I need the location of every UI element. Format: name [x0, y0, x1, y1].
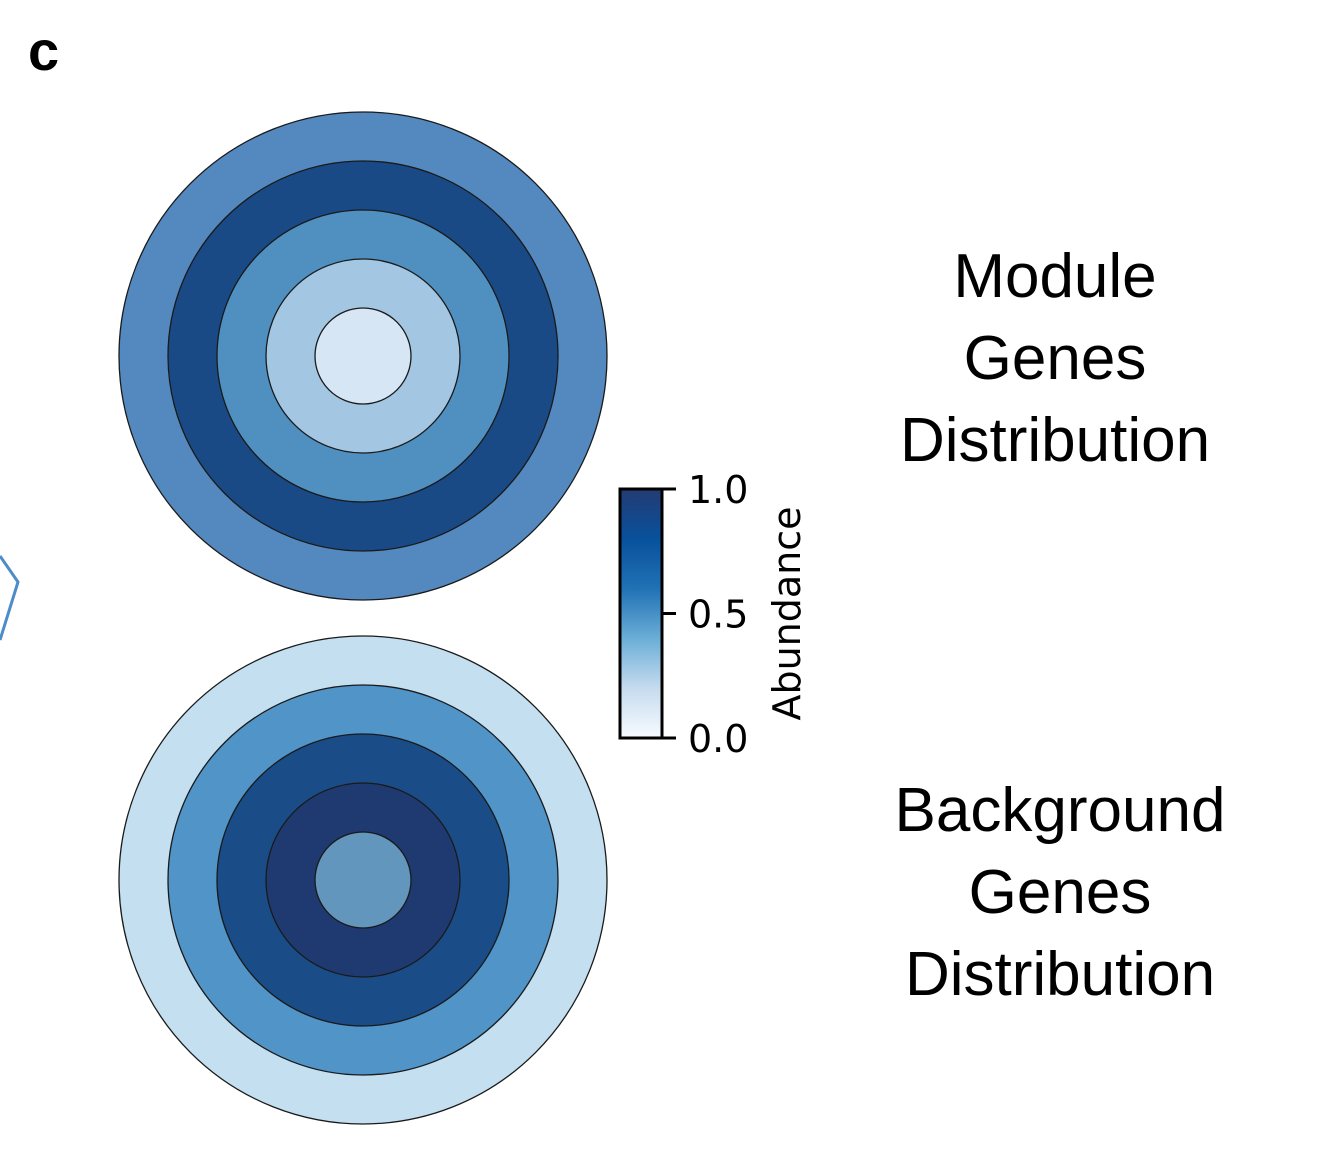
- background-genes-rings: [118, 635, 608, 1125]
- module-title-line-3: Distribution: [899, 406, 1211, 475]
- module-ring-1: [314, 307, 412, 405]
- background-title-line-3: Distribution: [904, 940, 1216, 1009]
- panel-label: c: [28, 19, 60, 82]
- background-title-line-1: Background: [894, 776, 1226, 845]
- colorbar-label: Abundance: [765, 506, 809, 720]
- module-title-line-1: Module: [953, 242, 1157, 311]
- module-genes-title: Module Genes Distribution: [860, 236, 1250, 482]
- colorbar-gradient: [618, 487, 664, 740]
- background-genes-title: Background Genes Distribution: [860, 770, 1260, 1016]
- abundance-colorbar: 0.0 0.5 1.0 Abundance: [618, 468, 809, 761]
- colorbar-tick-label: 0.0: [688, 717, 748, 761]
- cropped-neighbor-diagram-edge: [0, 555, 20, 641]
- background-title-line-2: Genes: [968, 858, 1152, 927]
- colorbar-tick-label: 1.0: [688, 468, 748, 512]
- background-ring-1: [314, 831, 412, 929]
- colorbar-tick-label: 0.5: [688, 593, 748, 637]
- module-title-line-2: Genes: [963, 324, 1147, 393]
- module-genes-rings: [118, 111, 608, 601]
